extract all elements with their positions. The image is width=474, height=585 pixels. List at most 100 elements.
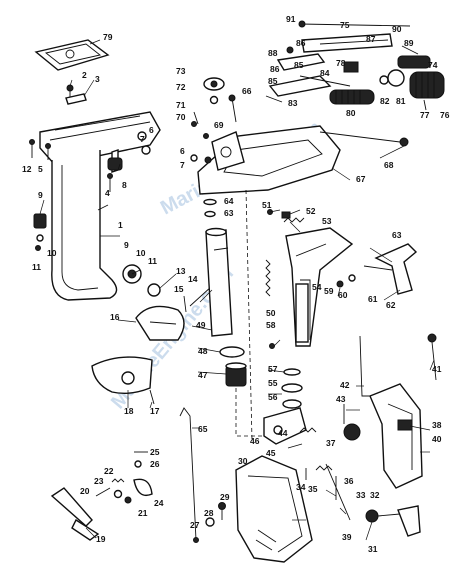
callout-43: 43 xyxy=(336,394,346,404)
callout-74: 74 xyxy=(428,60,438,70)
guide-line-left xyxy=(235,388,262,437)
callout-29: 29 xyxy=(220,492,230,502)
callout-56: 56 xyxy=(268,392,278,402)
part-73-cam xyxy=(203,77,225,91)
callout-27: 27 xyxy=(190,520,200,530)
part-47-bushing xyxy=(225,362,247,387)
part-27-pin xyxy=(193,537,199,543)
part-40-clamp-bracket xyxy=(369,383,423,489)
callout-86: 86 xyxy=(296,38,306,48)
part-46-tilt-lock xyxy=(263,407,307,445)
callout-66: 66 xyxy=(242,86,252,96)
callout-70: 70 xyxy=(176,112,186,122)
callout-6b: 6 xyxy=(180,146,185,156)
part-35-spring xyxy=(315,465,333,471)
callout-38: 38 xyxy=(432,420,442,430)
part-29-bolt xyxy=(218,502,226,520)
part-72-washer xyxy=(209,95,219,105)
part-71-screw xyxy=(193,111,199,125)
part-87-90-grip-tube xyxy=(301,33,393,53)
callout-35: 35 xyxy=(308,484,318,494)
callout-7: 7 xyxy=(140,134,145,144)
part-79-gasket xyxy=(34,39,110,71)
callout-32: 32 xyxy=(370,490,380,500)
callout-72: 72 xyxy=(176,82,186,92)
leader-lines xyxy=(39,39,435,541)
callout-26: 26 xyxy=(150,459,160,469)
callout-37: 37 xyxy=(326,438,336,448)
part-76-throttle-grip xyxy=(409,71,445,99)
callout-19: 19 xyxy=(96,534,106,544)
part-66-bolt xyxy=(228,94,237,123)
part-17-screw xyxy=(149,389,155,405)
callout-69: 69 xyxy=(214,120,224,130)
part-78-bushing xyxy=(343,61,359,73)
part-5-screw xyxy=(45,143,51,160)
part-50-spring xyxy=(265,259,271,297)
callout-68: 68 xyxy=(384,160,394,170)
part-84-shaft xyxy=(299,75,351,87)
part-85-handle-arm xyxy=(268,53,332,97)
callout-59: 59 xyxy=(324,286,334,296)
part-26-washer xyxy=(134,460,142,468)
guide-line-right xyxy=(245,189,253,441)
callout-10b: 10 xyxy=(136,248,146,258)
part-15-pin xyxy=(183,295,187,313)
callout-50: 50 xyxy=(266,308,276,318)
part-39-rod xyxy=(325,463,351,521)
callout-2: 2 xyxy=(82,70,87,80)
part-64-washer xyxy=(203,198,217,206)
callout-25: 25 xyxy=(150,447,160,457)
callout-39: 39 xyxy=(342,532,352,542)
callout-84: 84 xyxy=(320,68,330,78)
callout-71: 71 xyxy=(176,100,186,110)
part-13-pump xyxy=(122,264,161,297)
callout-52: 52 xyxy=(306,206,316,216)
part-11-nut xyxy=(35,245,41,251)
callout-8: 8 xyxy=(122,180,127,190)
callout-53: 53 xyxy=(322,216,332,226)
part-4-screw xyxy=(107,173,113,192)
callout-6: 6 xyxy=(149,125,154,135)
callout-81: 81 xyxy=(396,96,406,106)
part-30-bracket xyxy=(235,455,313,563)
callout-3: 3 xyxy=(95,74,100,84)
part-69-pin xyxy=(203,133,209,139)
callout-87: 87 xyxy=(366,34,376,44)
part-20-bolt xyxy=(95,487,111,497)
part-22-spring xyxy=(111,478,125,483)
callout-22: 22 xyxy=(104,466,114,476)
callout-90: 90 xyxy=(392,24,402,34)
callout-55: 55 xyxy=(268,378,278,388)
callout-7b: 7 xyxy=(180,160,185,170)
callout-41: 41 xyxy=(432,364,442,374)
callout-1: 1 xyxy=(118,220,123,230)
callout-86b: 86 xyxy=(270,64,280,74)
part-57-ring xyxy=(283,368,301,376)
part-68-rod xyxy=(319,131,409,147)
callout-36: 36 xyxy=(344,476,354,486)
callout-9: 9 xyxy=(38,190,43,200)
callout-60: 60 xyxy=(338,290,348,300)
callout-89: 89 xyxy=(404,38,414,48)
part-54-clamp xyxy=(285,227,354,347)
callout-30: 30 xyxy=(238,456,248,466)
part-21-nut xyxy=(124,496,132,504)
part-12-screw xyxy=(29,139,35,158)
callout-24: 24 xyxy=(154,498,164,508)
part-56-bushing xyxy=(282,399,302,409)
callout-15: 15 xyxy=(174,284,184,294)
callout-47: 47 xyxy=(198,370,208,380)
callout-91: 91 xyxy=(286,14,296,24)
callout-28: 28 xyxy=(204,508,214,518)
part-41-bolt xyxy=(427,333,437,381)
callout-20: 20 xyxy=(80,486,90,496)
part-19-lever xyxy=(50,487,100,541)
part-52-pin xyxy=(281,211,291,219)
part-28-collar xyxy=(205,517,215,527)
callout-63: 63 xyxy=(224,208,234,218)
callout-62: 62 xyxy=(386,300,396,310)
callout-61: 61 xyxy=(368,294,378,304)
part-55-ring xyxy=(281,383,303,393)
